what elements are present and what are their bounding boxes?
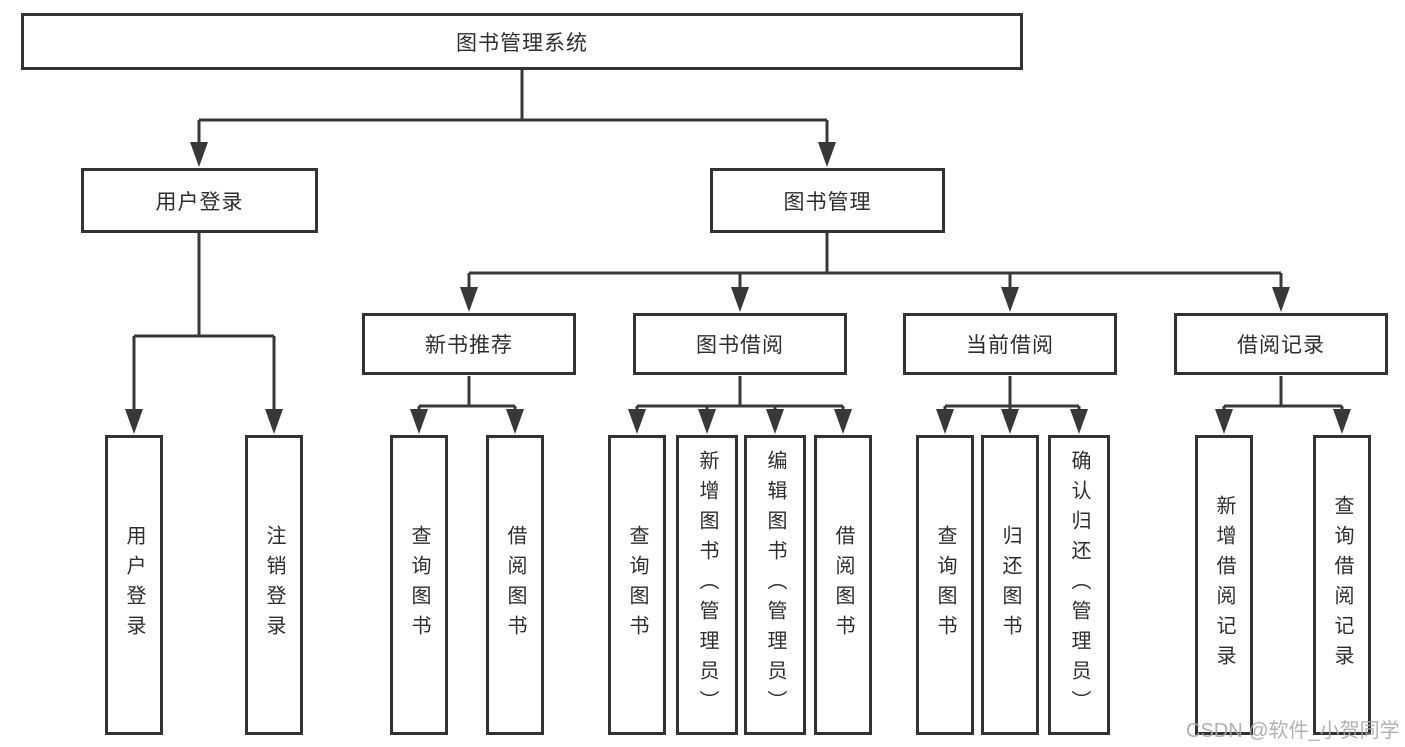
node-root-library-system: 图书管理系统 — [21, 13, 1023, 70]
leaf-query-borrow-record: 查询借阅记录 — [1313, 435, 1371, 735]
leaf-add-books-admin: 新增图书（管理员） — [676, 435, 738, 735]
leaf-query-books-borrowing: 查询图书 — [608, 435, 666, 735]
node-label: 当前借阅 — [966, 334, 1054, 357]
node-label: 图书管理系统 — [456, 31, 588, 55]
leaf-confirm-return-admin: 确认归还（管理员） — [1048, 435, 1110, 735]
leaf-logout: 注销登录 — [245, 435, 303, 735]
leaf-query-books-recommend: 查询图书 — [390, 435, 448, 735]
node-label: 借阅图书 — [504, 525, 526, 645]
leaf-edit-books-admin: 编辑图书（管理员） — [744, 435, 806, 735]
node-label: 图书借阅 — [696, 334, 784, 357]
node-new-book-recommend: 新书推荐 — [362, 313, 576, 375]
node-label: 新书推荐 — [425, 334, 513, 357]
leaf-return-books: 归还图书 — [981, 435, 1039, 735]
node-label: 用户登录 — [123, 525, 145, 645]
leaf-borrow-books-borrowing: 借阅图书 — [814, 435, 872, 735]
node-label: 查询借阅记录 — [1331, 495, 1353, 675]
node-book-management: 图书管理 — [710, 168, 945, 233]
node-label: 归还图书 — [999, 525, 1021, 645]
node-label: 注销登录 — [263, 525, 285, 645]
node-user-login: 用户登录 — [81, 168, 318, 233]
node-label: 借阅记录 — [1237, 334, 1325, 357]
leaf-add-borrow-record: 新增借阅记录 — [1195, 435, 1253, 735]
node-label: 查询图书 — [934, 525, 956, 645]
node-label: 查询图书 — [408, 525, 430, 645]
leaf-borrow-books-recommend: 借阅图书 — [486, 435, 544, 735]
leaf-query-books-current: 查询图书 — [916, 435, 974, 735]
node-label: 编辑图书（管理员） — [764, 450, 786, 720]
node-label: 新增借阅记录 — [1213, 495, 1235, 675]
node-label: 查询图书 — [626, 525, 648, 645]
node-label: 借阅图书 — [832, 525, 854, 645]
node-current-borrowing: 当前借阅 — [903, 313, 1117, 375]
csdn-watermark: CSDN @软件_小贺同学 — [1186, 720, 1400, 742]
node-label: 图书管理 — [783, 190, 872, 214]
node-borrowing-records: 借阅记录 — [1174, 313, 1388, 375]
leaf-user-login: 用户登录 — [105, 435, 163, 735]
node-label: 用户登录 — [155, 190, 244, 214]
node-label: 确认归还（管理员） — [1068, 450, 1090, 720]
node-label: 新增图书（管理员） — [696, 450, 718, 720]
node-book-borrowing: 图书借阅 — [633, 313, 847, 375]
